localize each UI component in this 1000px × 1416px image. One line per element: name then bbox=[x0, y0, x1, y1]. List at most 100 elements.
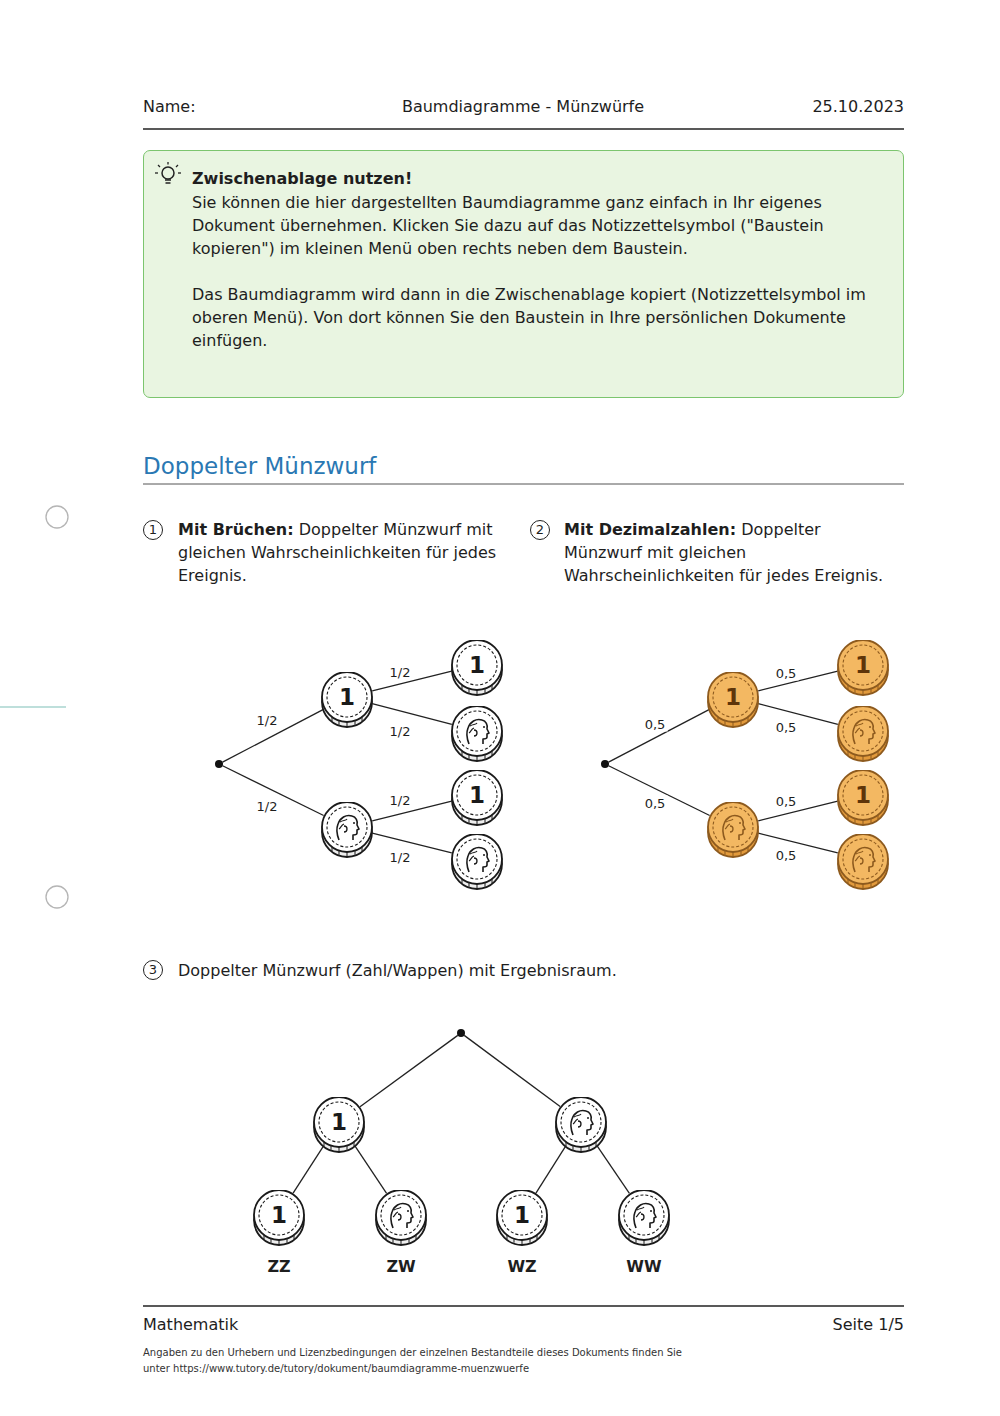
coin-face: 1 bbox=[450, 770, 504, 828]
coin-face bbox=[706, 802, 760, 860]
coin-node: ZW bbox=[374, 1190, 428, 1277]
coin-value: 1 bbox=[331, 1108, 347, 1136]
tree-branch bbox=[464, 1035, 560, 1106]
coin-face bbox=[450, 834, 504, 892]
box-heading: Zwischenablage nutzen! bbox=[192, 167, 879, 190]
coin-node: 1 bbox=[312, 1097, 366, 1155]
tree-branch bbox=[372, 704, 452, 725]
coin-node: 1 bbox=[320, 672, 374, 730]
coin-face: 1 bbox=[450, 640, 504, 698]
coin-node: 1WZ bbox=[495, 1190, 549, 1277]
punch-hole bbox=[46, 506, 68, 528]
box-paragraph: Sie können die hier dargestellten Baumdi… bbox=[192, 191, 879, 260]
coin-node: 1ZZ bbox=[252, 1190, 306, 1277]
task-paragraph: Mit Brüchen: Doppelter Münzwurf mit glei… bbox=[178, 518, 513, 587]
root-dot bbox=[601, 760, 609, 768]
root-dot bbox=[457, 1029, 465, 1037]
box-paragraph: Das Baumdiagramm wird dann in die Zwisch… bbox=[192, 283, 879, 352]
coin-node bbox=[450, 834, 504, 892]
coin-node: 1 bbox=[706, 672, 760, 730]
outcome-label: ZW bbox=[386, 1257, 415, 1277]
lightbulb-icon bbox=[154, 161, 184, 191]
coin-face bbox=[450, 706, 504, 764]
probability-label: 1/2 bbox=[388, 724, 413, 739]
coin-face: 1 bbox=[312, 1097, 366, 1155]
tree-branch bbox=[609, 709, 710, 762]
probability-label: 0,5 bbox=[774, 794, 799, 809]
root-dot bbox=[215, 760, 223, 768]
coin-value: 1 bbox=[855, 651, 871, 679]
outcome-label: WZ bbox=[507, 1257, 536, 1277]
task-lead: Mit Dezimalzahlen: bbox=[564, 520, 736, 539]
coin-face: 1 bbox=[706, 672, 760, 730]
coin-face bbox=[554, 1097, 608, 1155]
coin-drawing bbox=[706, 802, 760, 860]
probability-label: 1/2 bbox=[388, 793, 413, 808]
probability-label: 0,5 bbox=[774, 666, 799, 681]
coin-face bbox=[374, 1190, 428, 1248]
page-number: Seite 1/5 bbox=[833, 1314, 904, 1336]
probability-label: 0,5 bbox=[774, 720, 799, 735]
tree-branch bbox=[360, 1035, 458, 1106]
date: 25.10.2023 bbox=[812, 96, 904, 118]
coin-node bbox=[554, 1097, 608, 1155]
coin-drawing bbox=[450, 706, 504, 764]
outcome-label: ZZ bbox=[267, 1257, 290, 1277]
coin-node: 1 bbox=[450, 640, 504, 698]
tree-branch bbox=[609, 766, 710, 816]
probability-label: 1/2 bbox=[255, 799, 280, 814]
coin-value: 1 bbox=[514, 1201, 530, 1229]
coin-drawing bbox=[554, 1097, 608, 1155]
task-number: 1 bbox=[143, 520, 163, 540]
coin-value: 1 bbox=[725, 683, 741, 711]
coin-face bbox=[836, 706, 890, 764]
coin-node bbox=[836, 834, 890, 892]
coin-drawing bbox=[836, 834, 890, 892]
coin-face bbox=[617, 1190, 671, 1248]
subject: Mathematik bbox=[143, 1314, 238, 1336]
outcome-label: WW bbox=[626, 1257, 661, 1277]
tree-branch bbox=[223, 709, 324, 762]
coin-face: 1 bbox=[320, 672, 374, 730]
task-lead: Mit Brüchen: bbox=[178, 520, 294, 539]
tree-branch bbox=[353, 1144, 386, 1194]
attribution-note: Angaben zu den Urhebern und Lizenzbeding… bbox=[143, 1345, 703, 1377]
task-paragraph: Mit Dezimalzahlen: Doppelter Münzwurf mi… bbox=[564, 518, 899, 587]
page-title: Baumdiagramme - Münzwürfe bbox=[402, 96, 644, 118]
coin-value: 1 bbox=[469, 651, 485, 679]
coin-value: 1 bbox=[339, 683, 355, 711]
coin-drawing bbox=[450, 834, 504, 892]
punch-hole bbox=[46, 886, 68, 908]
coin-face bbox=[320, 802, 374, 860]
probability-label: 0,5 bbox=[643, 796, 668, 811]
coin-node: WW bbox=[617, 1190, 671, 1277]
space bbox=[294, 520, 299, 539]
task-number: 2 bbox=[530, 520, 550, 540]
coin-value: 1 bbox=[271, 1201, 287, 1229]
coin-face: 1 bbox=[252, 1190, 306, 1248]
coin-node bbox=[836, 706, 890, 764]
name-field: Name: bbox=[143, 96, 196, 118]
coin-node bbox=[706, 802, 760, 860]
probability-label: 1/2 bbox=[255, 713, 280, 728]
space bbox=[736, 520, 741, 539]
tree-branch bbox=[223, 766, 324, 816]
coin-face: 1 bbox=[836, 640, 890, 698]
probability-label: 1/2 bbox=[388, 850, 413, 865]
info-box: Zwischenablage nutzen!Sie können die hie… bbox=[143, 150, 904, 398]
section-rule bbox=[143, 484, 904, 485]
coin-drawing bbox=[320, 802, 374, 860]
tree-branch bbox=[536, 1144, 567, 1193]
probability-label: 1/2 bbox=[388, 665, 413, 680]
coin-value: 1 bbox=[469, 781, 485, 809]
coin-node: 1 bbox=[836, 640, 890, 698]
coin-drawing bbox=[374, 1190, 428, 1248]
coin-face bbox=[836, 834, 890, 892]
coin-value: 1 bbox=[855, 781, 871, 809]
fold-mark bbox=[0, 706, 66, 707]
coin-face: 1 bbox=[836, 770, 890, 828]
coin-drawing bbox=[836, 706, 890, 764]
task-text: Doppelter Münzwurf (Zahl/Wappen) mit Erg… bbox=[178, 961, 617, 980]
